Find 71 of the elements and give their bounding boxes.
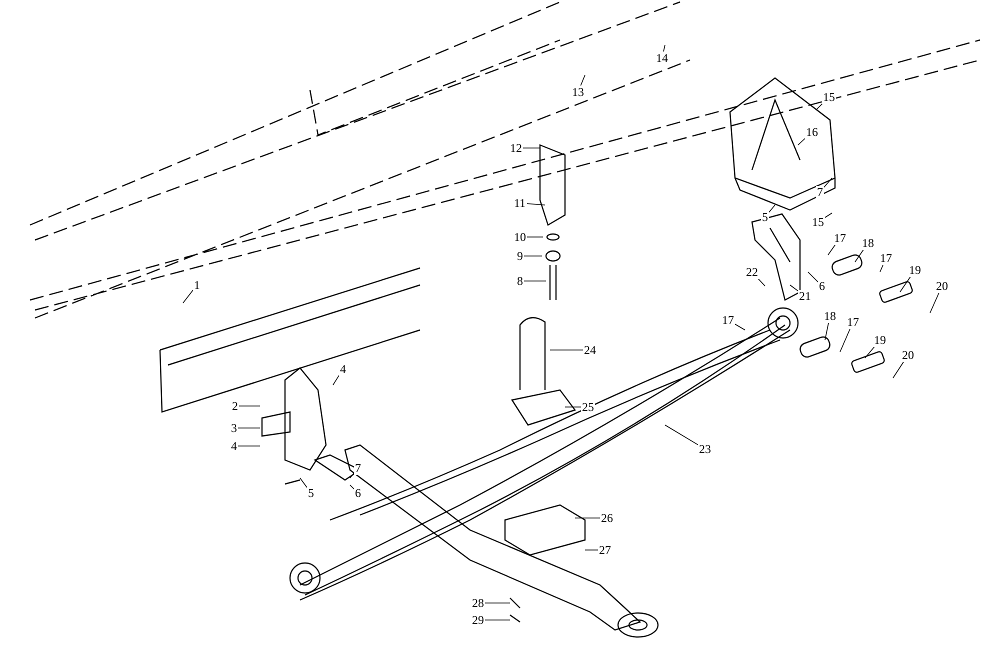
callout-number: 29 — [471, 614, 485, 626]
leader-line — [524, 280, 546, 282]
callout-number: 5 — [761, 210, 769, 224]
leader-line — [824, 322, 829, 340]
callout-number: 22 — [745, 266, 759, 278]
callout-number: 11 — [513, 196, 527, 210]
callout-number: 15 — [822, 90, 836, 104]
callout-number: 3 — [230, 422, 238, 434]
leader-line — [840, 328, 851, 352]
leader-line — [580, 74, 586, 86]
leader-line — [350, 472, 354, 478]
callout-number: 18 — [861, 236, 875, 250]
callout-number: 18 — [823, 310, 837, 322]
leader-line — [758, 278, 766, 286]
callout-number: 2 — [231, 400, 239, 412]
callout-number: 14 — [655, 52, 669, 64]
leader-line — [768, 204, 776, 213]
callout-number: 17 — [879, 252, 893, 264]
leader-line — [880, 264, 884, 272]
callout-number: 1 — [193, 278, 201, 292]
callout-number: 17 — [846, 316, 860, 328]
leader-line — [182, 290, 194, 304]
callout-number: 25 — [581, 400, 595, 414]
leader-line — [484, 602, 510, 604]
callout-number: 5 — [307, 486, 315, 500]
leader-line — [816, 103, 823, 110]
callout-number: 19 — [873, 334, 887, 346]
callout-number: 23 — [698, 442, 712, 456]
leader-line — [332, 375, 340, 386]
leader-line — [564, 406, 582, 408]
leader-line — [350, 484, 354, 490]
leader-line — [892, 361, 904, 378]
callout-number: 16 — [805, 126, 819, 138]
callout-number: 17 — [833, 232, 847, 244]
leader-line — [526, 203, 546, 206]
callout-number: 24 — [583, 344, 597, 356]
callout-number: 12 — [509, 142, 523, 154]
callout-number: 17 — [721, 314, 735, 326]
callout-number: 10 — [513, 230, 527, 244]
callout-number: 4 — [230, 440, 238, 452]
leader-line — [864, 346, 875, 358]
leader-line — [824, 178, 832, 188]
callout-number: 6 — [354, 486, 362, 500]
callout-number: 9 — [516, 250, 524, 262]
leader-line — [824, 212, 832, 218]
leader-line — [526, 236, 544, 238]
callout-number: 15 — [811, 216, 825, 228]
callout-number: 27 — [598, 544, 612, 556]
callout-number: 28 — [471, 596, 485, 610]
callout-number: 6 — [818, 280, 826, 292]
leader-line — [854, 249, 864, 262]
callout-number: 8 — [516, 274, 524, 288]
callout-number: 7 — [816, 186, 824, 198]
callout-number: 4 — [339, 362, 347, 376]
callout-number: 7 — [354, 462, 362, 474]
leader-line — [828, 244, 836, 256]
callout-number: 19 — [908, 264, 922, 276]
leader-line — [930, 292, 940, 314]
callout-number: 21 — [798, 290, 812, 302]
leader-line — [798, 138, 806, 146]
leader-line — [300, 478, 308, 488]
leader-line — [734, 324, 746, 330]
leader-line — [790, 284, 798, 292]
leader-line — [663, 44, 666, 52]
callout-number: 26 — [600, 512, 614, 524]
callout-number: 20 — [935, 280, 949, 292]
callout-number: 20 — [901, 348, 915, 362]
leader-line — [808, 272, 818, 282]
leader-line — [900, 276, 911, 292]
callout-number: 13 — [571, 86, 585, 98]
leader-line — [664, 424, 698, 446]
